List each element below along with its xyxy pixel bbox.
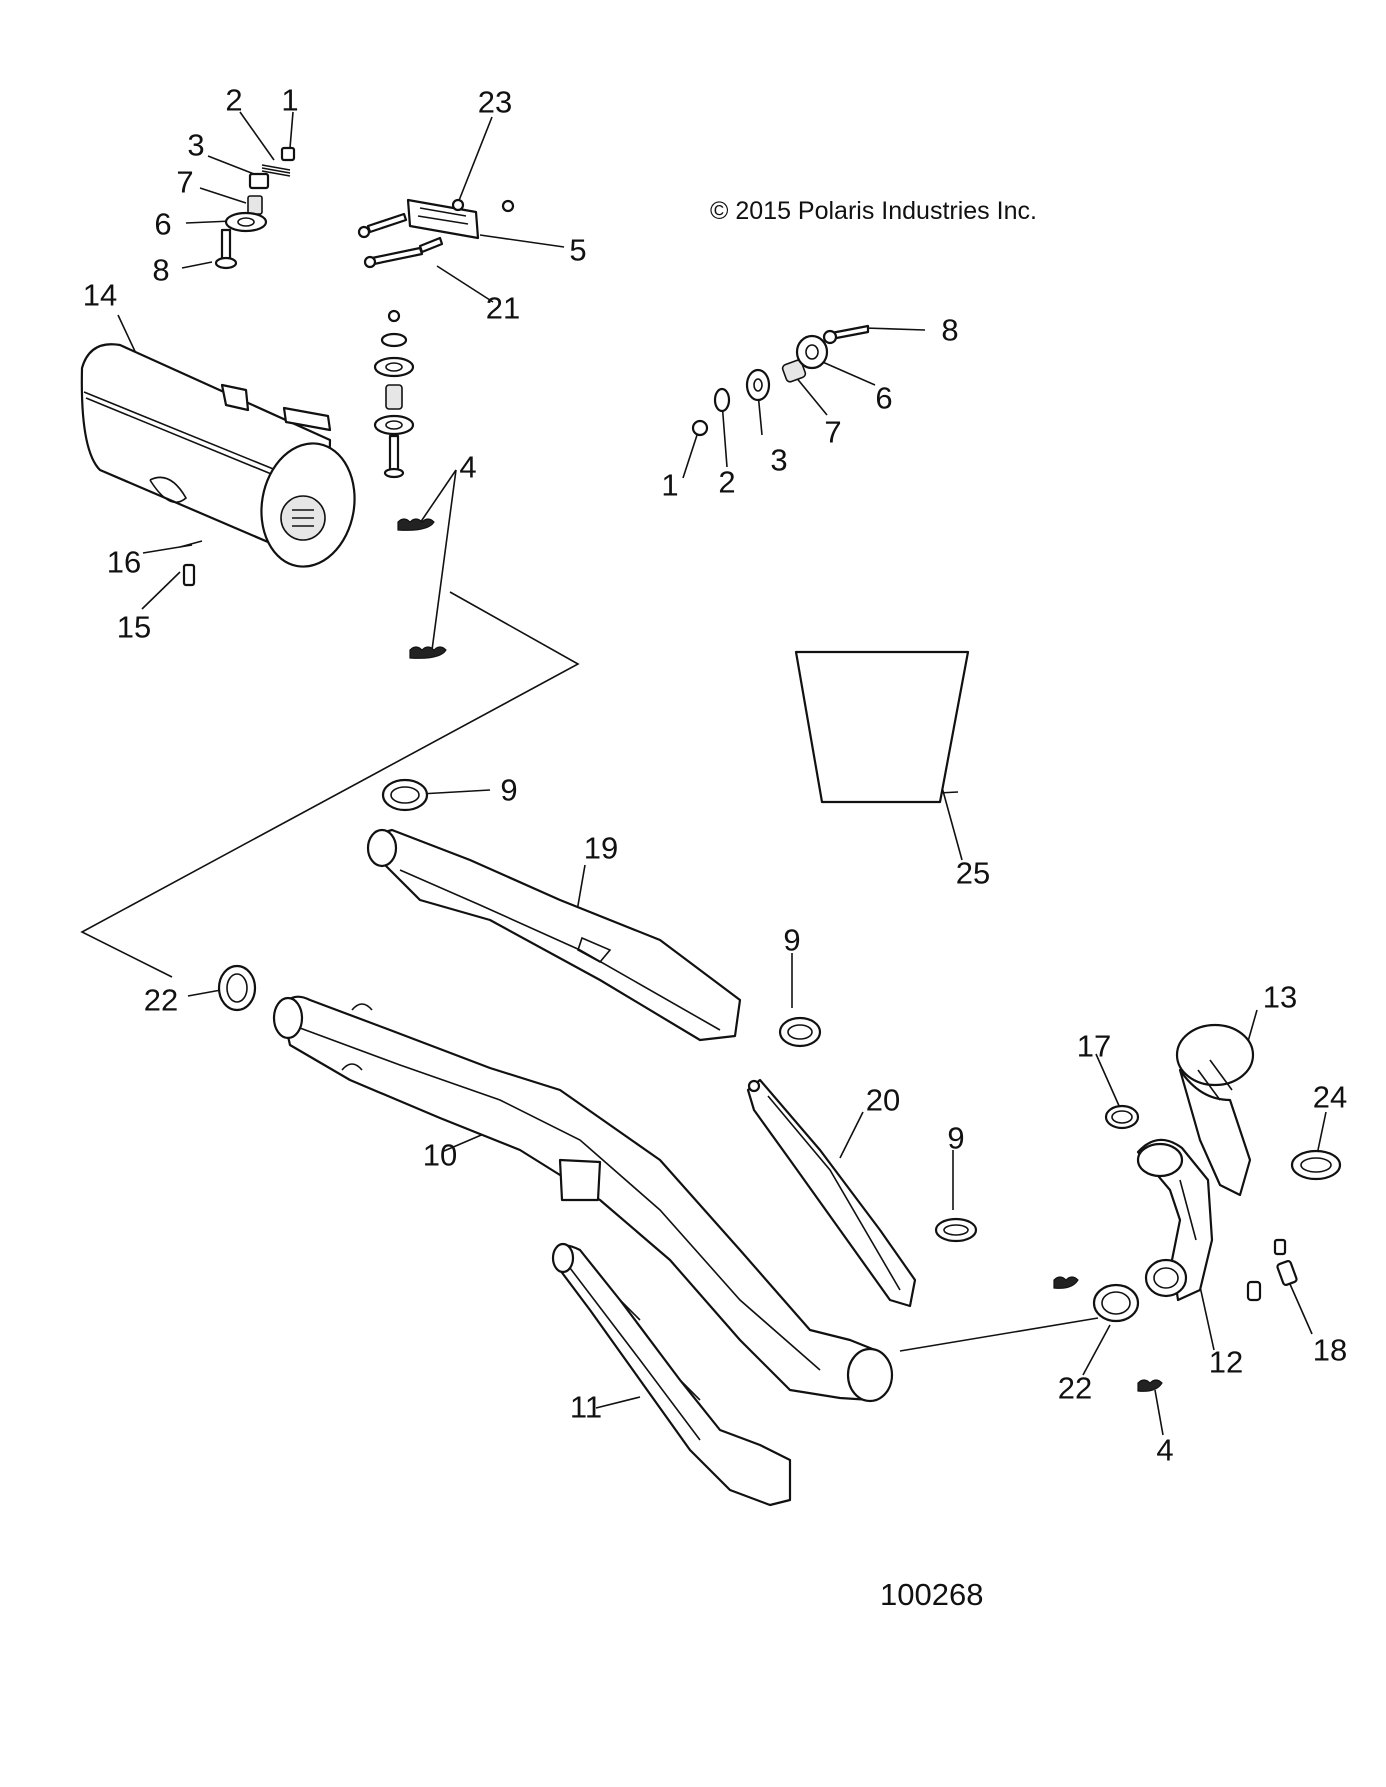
callout-1-a: 1 <box>281 82 299 118</box>
callout-14: 14 <box>82 277 118 313</box>
callout-5: 5 <box>569 232 587 268</box>
callout-4-b: 4 <box>1156 1432 1174 1468</box>
callout-13: 13 <box>1262 979 1298 1015</box>
callout-4-a: 4 <box>459 449 477 485</box>
callout-11: 11 <box>569 1389 603 1425</box>
heat-shield-upper <box>366 828 742 1042</box>
exhaust-pipe-main <box>272 995 894 1403</box>
callout-6-b: 6 <box>875 380 893 416</box>
sensor-fittings <box>1246 1238 1298 1302</box>
callout-19: 19 <box>583 830 619 866</box>
mount-hardware-stack-left <box>214 146 296 270</box>
callout-24: 24 <box>1312 1079 1348 1115</box>
callout-9-c: 9 <box>947 1120 965 1156</box>
callout-17: 17 <box>1076 1028 1112 1064</box>
exhaust-flange <box>1175 1023 1255 1197</box>
figure-number: 100268 <box>880 1577 984 1612</box>
decal-panel <box>794 650 970 804</box>
callout-6-a: 6 <box>154 206 172 242</box>
callout-7-a: 7 <box>176 164 194 200</box>
callout-21: 21 <box>485 290 521 326</box>
exhaust-pipe-lower <box>551 1242 792 1507</box>
assembly-connector-lines <box>80 591 580 978</box>
callout-12: 12 <box>1208 1344 1244 1380</box>
muffler-bracket <box>357 198 515 269</box>
callout-1-b: 1 <box>661 467 679 503</box>
callout-22-b: 22 <box>1057 1370 1093 1406</box>
callout-8-a: 8 <box>152 252 170 288</box>
gasket-upper <box>217 964 257 1012</box>
mount-hardware-stack-right <box>691 324 870 437</box>
header-pipe <box>1136 1138 1214 1302</box>
callout-3-a: 3 <box>187 127 205 163</box>
callout-9-a: 9 <box>500 772 518 808</box>
callout-10: 10 <box>422 1137 458 1173</box>
callout-3-b: 3 <box>770 442 788 478</box>
callout-25: 25 <box>955 855 991 891</box>
mount-grommet-stack-center <box>373 309 415 479</box>
gasket-17 <box>1104 1104 1140 1130</box>
callout-16: 16 <box>106 544 142 580</box>
muffler <box>80 343 356 587</box>
callout-8-b: 8 <box>941 312 959 348</box>
gasket-lower <box>1092 1283 1140 1323</box>
callout-20: 20 <box>865 1082 901 1118</box>
exhaust-clamps <box>381 778 978 1243</box>
callout-9-b: 9 <box>783 922 801 958</box>
copyright-notice: © 2015 Polaris Industries Inc. <box>710 197 1037 225</box>
heat-shield-lower <box>746 1078 917 1308</box>
callout-7-b: 7 <box>824 414 842 450</box>
callout-22-a: 22 <box>143 982 179 1018</box>
callout-15: 15 <box>116 609 152 645</box>
band-clamp <box>1290 1149 1342 1181</box>
callout-2-b: 2 <box>718 464 736 500</box>
callout-23: 23 <box>477 84 513 120</box>
callout-2-a: 2 <box>225 82 243 118</box>
callout-18: 18 <box>1312 1332 1348 1368</box>
exhaust-springs <box>397 518 1163 1392</box>
